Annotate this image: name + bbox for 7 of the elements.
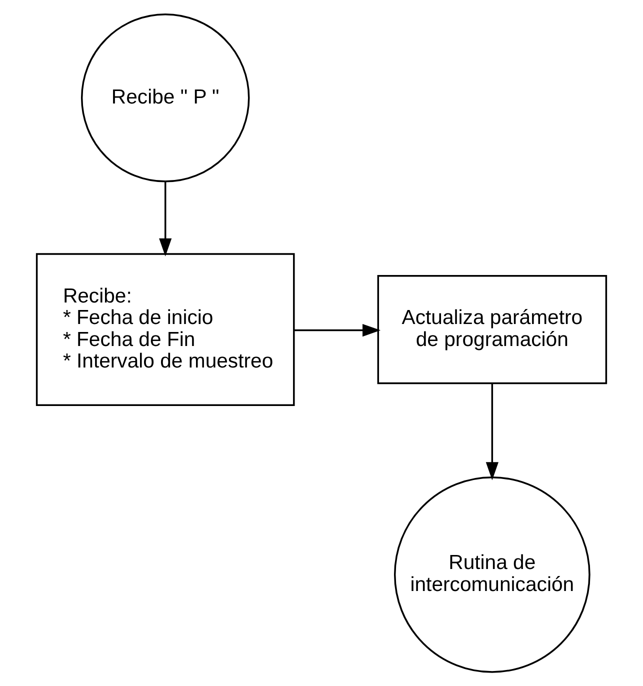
arrow bbox=[294, 324, 381, 337]
node-circle: Rutina de intercomunicación bbox=[394, 476, 590, 673]
arrow bbox=[486, 383, 498, 480]
node-circle: Recibe " P " bbox=[80, 14, 250, 182]
node-box: Actualiza parámetro de programación bbox=[377, 274, 608, 384]
node-box: Recibe: * Fecha de inicio * Fecha de Fin * Intervalo de muestreo bbox=[36, 253, 295, 406]
arrow bbox=[159, 182, 172, 256]
